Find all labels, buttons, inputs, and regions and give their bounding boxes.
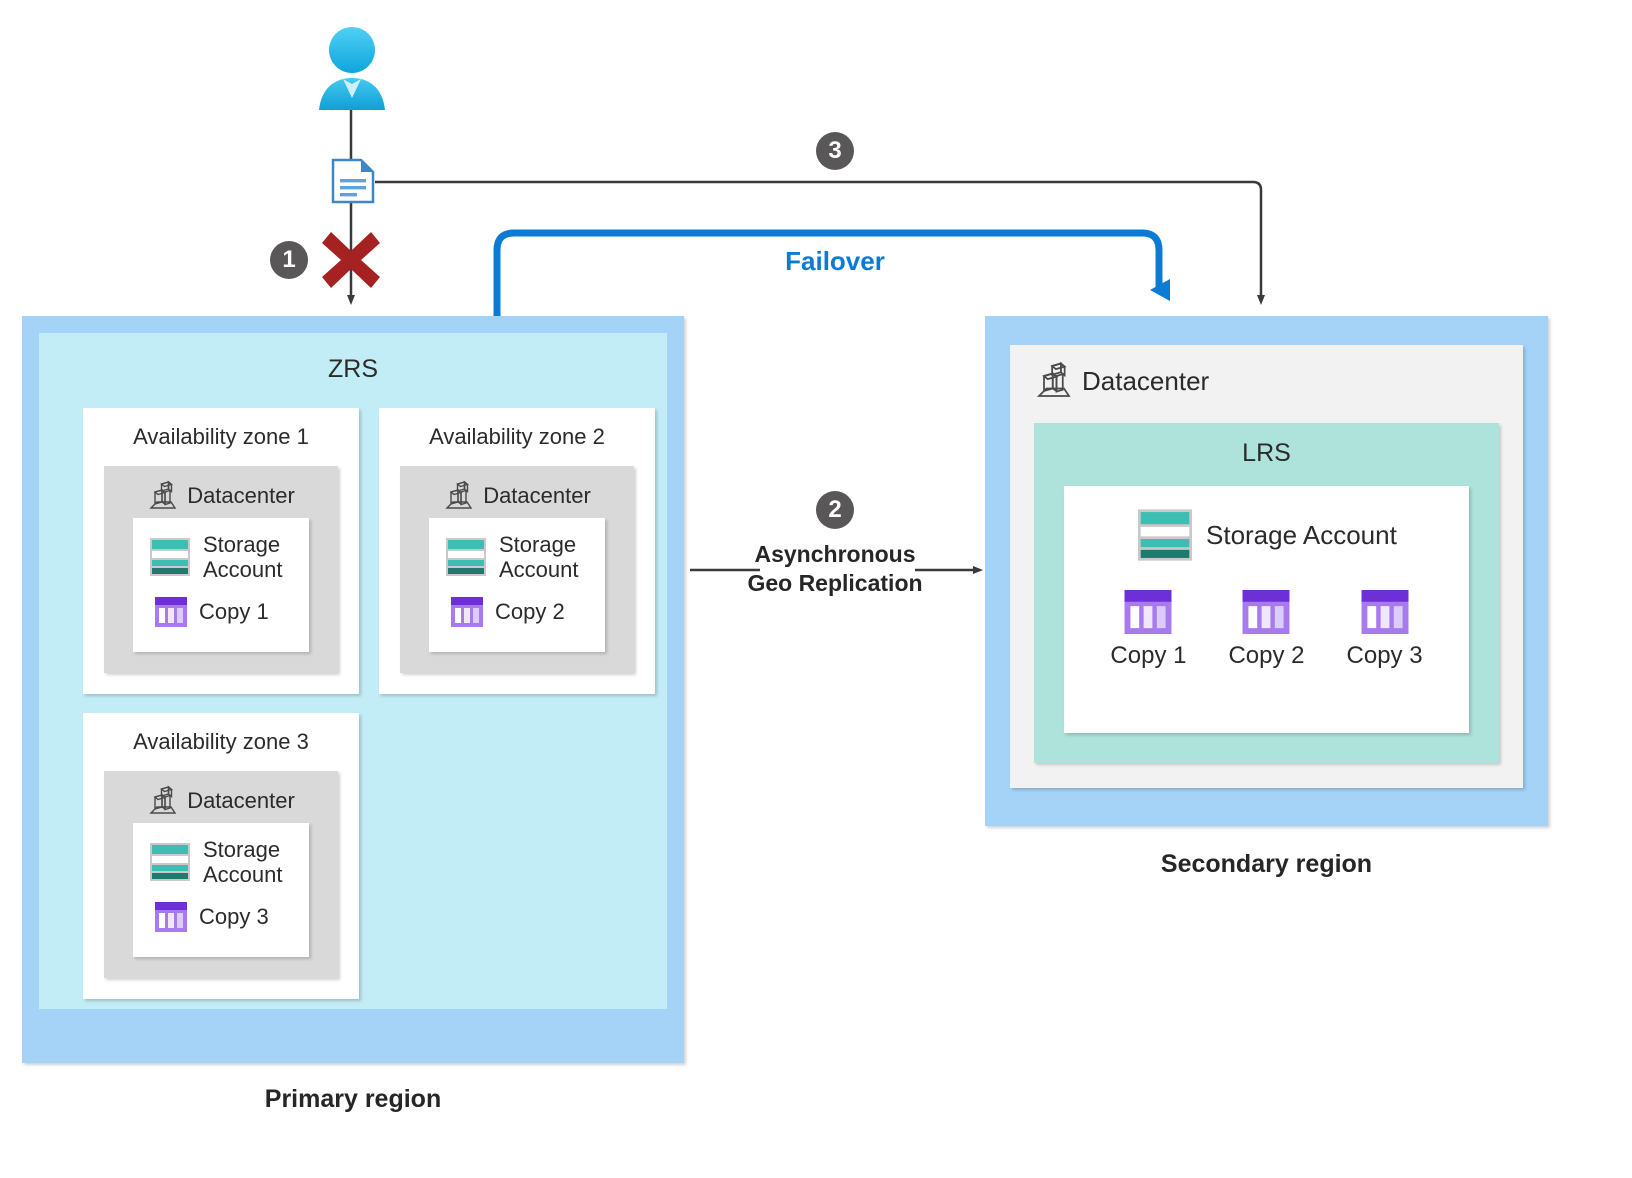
copy-icon bbox=[1124, 590, 1172, 634]
storage-account-label-zone-1: Storage Account bbox=[203, 532, 283, 583]
storage-account-icon bbox=[150, 843, 190, 882]
secondary-datacenter-panel: Datacenter LRS Storage Account bbox=[1010, 345, 1523, 788]
lrs-container: LRS Storage Account bbox=[1034, 423, 1499, 763]
copy-label-zone-3: Copy 3 bbox=[199, 903, 269, 929]
secondary-copies-row: Copy 1 Copy 2 bbox=[1064, 590, 1469, 670]
copy-label-zone-1: Copy 1 bbox=[199, 598, 269, 624]
copy-item-3: Copy 3 bbox=[1347, 590, 1423, 670]
secondary-datacenter-label: Datacenter bbox=[1082, 365, 1210, 396]
availability-zone-1-title: Availability zone 1 bbox=[133, 424, 309, 449]
availability-zone-2: Availability zone 2 D bbox=[379, 408, 655, 694]
copy-icon bbox=[451, 596, 483, 627]
copy-row-zone-1: Copy 1 bbox=[155, 596, 309, 627]
datacenter-icon bbox=[149, 480, 177, 509]
primary-region-caption: Primary region bbox=[264, 1085, 442, 1113]
storage-card-zone-2: Storage Account bbox=[429, 518, 605, 652]
datacenter-panel-zone-2: Datacenter Storage bbox=[400, 466, 634, 673]
storage-line1: Storage bbox=[203, 837, 281, 862]
copy-icon bbox=[155, 596, 187, 627]
lrs-label: LRS bbox=[1242, 439, 1291, 467]
availability-zone-3: Availability zone 3 D bbox=[83, 713, 359, 999]
datacenter-icon bbox=[149, 785, 177, 814]
storage-line1: Storage bbox=[203, 532, 281, 557]
copy-label-2: Copy 2 bbox=[1228, 642, 1305, 669]
storage-account-row-zone-3: Storage Account bbox=[149, 837, 309, 888]
secondary-storage-account-label: Storage Account bbox=[1206, 519, 1397, 550]
storage-card-zone-1: Storage Account bbox=[133, 518, 309, 652]
storage-line1: Storage bbox=[499, 532, 577, 557]
user-icon bbox=[313, 26, 391, 112]
red-x-icon bbox=[322, 232, 380, 288]
datacenter-icon bbox=[1036, 361, 1071, 397]
copy-row-zone-2: Copy 2 bbox=[451, 596, 605, 627]
failover-label: Failover bbox=[785, 246, 885, 276]
datacenter-header-zone-1: Datacenter bbox=[104, 480, 338, 512]
geo-replication-line1: Asynchronous bbox=[754, 541, 916, 567]
copy-label-1: Copy 1 bbox=[1110, 642, 1187, 669]
storage-account-label-zone-3: Storage Account bbox=[203, 837, 283, 888]
copy-icon bbox=[1243, 590, 1290, 634]
storage-card-zone-3: Storage Account bbox=[133, 823, 309, 957]
storage-account-label-zone-2: Storage Account bbox=[499, 532, 579, 583]
storage-line2: Account bbox=[203, 862, 283, 888]
copy-row-zone-3: Copy 3 bbox=[155, 901, 309, 932]
secondary-region-box: Datacenter LRS Storage Account bbox=[985, 316, 1548, 826]
copy-label-zone-2: Copy 2 bbox=[495, 598, 565, 624]
document-icon bbox=[331, 158, 375, 204]
copy-icon bbox=[155, 901, 187, 932]
copy-item-1: Copy 1 bbox=[1110, 590, 1186, 670]
primary-zrs-container: ZRS Availability zone 1 bbox=[39, 333, 667, 1009]
availability-zone-2-title: Availability zone 2 bbox=[429, 424, 605, 449]
secondary-region-caption: Secondary region bbox=[1160, 850, 1373, 878]
step-badge-2: 2 bbox=[816, 491, 854, 529]
step-badge-3: 3 bbox=[816, 132, 854, 170]
geo-replication-line2: Geo Replication bbox=[747, 569, 923, 596]
copy-item-2: Copy 2 bbox=[1228, 590, 1305, 670]
secondary-datacenter-header: Datacenter bbox=[1034, 361, 1523, 401]
availability-zone-1: Availability zone 1 D bbox=[83, 408, 359, 694]
step-badge-1: 1 bbox=[270, 241, 308, 279]
storage-account-icon bbox=[150, 538, 190, 577]
geo-replication-label: Asynchronous Geo Replication bbox=[695, 540, 975, 598]
storage-line2: Account bbox=[203, 557, 283, 583]
datacenter-label-zone-3: Datacenter bbox=[187, 788, 295, 813]
zrs-label: ZRS bbox=[328, 355, 378, 383]
storage-account-row-zone-2: Storage Account bbox=[445, 532, 605, 583]
datacenter-panel-zone-1: Datacenter Storage bbox=[104, 466, 338, 673]
secondary-storage-account-row: Storage Account bbox=[1136, 508, 1469, 562]
datacenter-panel-zone-3: Datacenter Storage bbox=[104, 771, 338, 978]
availability-zone-3-title: Availability zone 3 bbox=[133, 729, 309, 754]
primary-region-box: ZRS Availability zone 1 bbox=[22, 316, 684, 1063]
datacenter-label-zone-2: Datacenter bbox=[483, 483, 591, 508]
secondary-storage-card: Storage Account Copy 1 bbox=[1064, 486, 1469, 733]
datacenter-header-zone-2: Datacenter bbox=[400, 480, 634, 512]
storage-account-icon bbox=[1138, 509, 1192, 561]
datacenter-label-zone-1: Datacenter bbox=[187, 483, 295, 508]
storage-line2: Account bbox=[499, 557, 579, 583]
copy-icon bbox=[1361, 590, 1408, 634]
datacenter-icon bbox=[445, 480, 473, 509]
datacenter-header-zone-3: Datacenter bbox=[104, 785, 338, 817]
storage-account-icon bbox=[446, 538, 486, 577]
copy-label-3: Copy 3 bbox=[1346, 642, 1423, 669]
storage-account-row-zone-1: Storage Account bbox=[149, 532, 309, 583]
